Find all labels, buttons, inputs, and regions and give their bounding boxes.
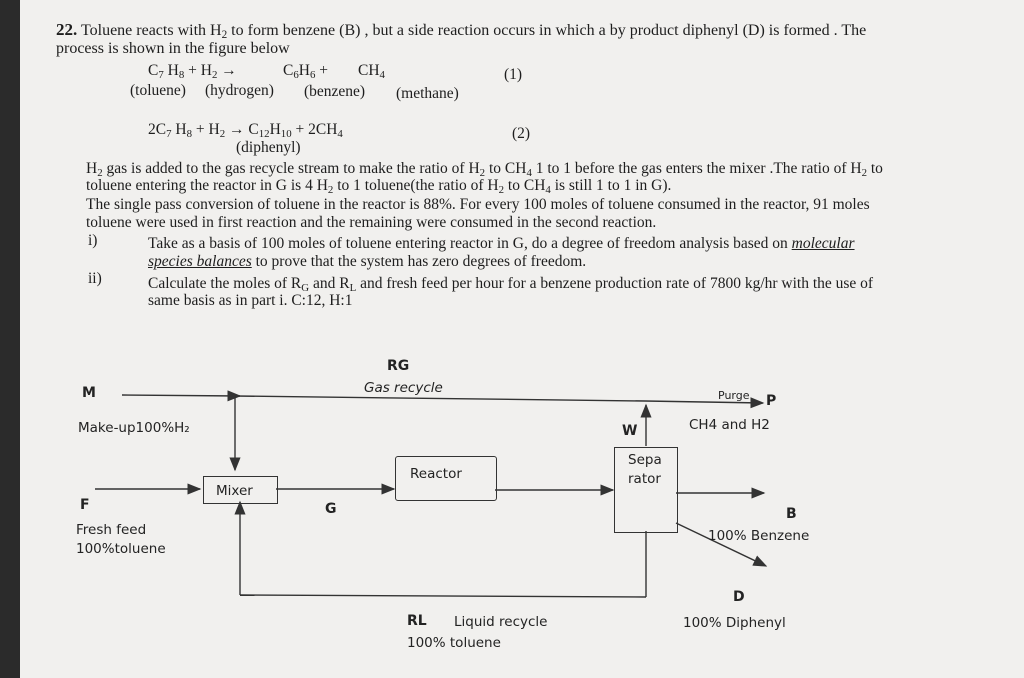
problem-intro-line1: 22. Toluene reacts with H2 to form benze…: [56, 20, 867, 41]
paragraph-line4: toluene were used in first reaction and …: [86, 214, 657, 231]
stream-b-label: B: [786, 506, 797, 522]
reaction-1-methane: CH4: [358, 62, 385, 81]
stream-w-label: W: [622, 423, 638, 439]
question-2-label: ii): [88, 270, 102, 287]
reaction-1-name-methane: (methane): [396, 85, 459, 102]
diphenyl-line: [675, 522, 768, 567]
paragraph-line3: The single pass conversion of toluene in…: [86, 196, 870, 213]
question-1-label: i): [88, 232, 98, 249]
ch4-h2-label: CH4 and H2: [689, 417, 770, 433]
reaction-1-rhs: C6H6 +: [283, 62, 329, 81]
makeup-stream-line: [121, 390, 242, 402]
separator-box: [614, 447, 678, 533]
separator-label-2: rator: [628, 471, 661, 487]
liquid-recycle-label: Liquid recycle: [454, 614, 548, 630]
reaction-2-name-diphenyl: (diphenyl): [236, 139, 301, 156]
liquid-recycle-toluene-label: 100% toluene: [407, 635, 501, 651]
stream-g-label: G: [325, 501, 337, 517]
stream-m-label: M: [82, 385, 96, 401]
gas-recycle-label: Gas recycle: [364, 380, 443, 396]
question-2-line1: Calculate the moles of RG and RL and fre…: [148, 275, 874, 294]
stream-d-label: D: [733, 589, 745, 605]
reactor-label: Reactor: [410, 466, 462, 482]
reaction-1-name-hydrogen: (hydrogen): [205, 82, 274, 99]
benzene-label: 100% Benzene: [708, 528, 810, 544]
question-1-line2: species balances to prove that the syste…: [148, 253, 587, 270]
reaction-1-number: (1): [504, 66, 523, 83]
reactor-box: [395, 456, 497, 501]
question-2-line2: same basis as in part i. C:12, H:1: [148, 292, 353, 309]
makeup-label: Make-up100%H₂: [78, 420, 190, 436]
diphenyl-label: 100% Diphenyl: [683, 615, 786, 631]
reaction-2-number: (2): [512, 125, 531, 142]
reaction-1-lhs: C7 H8 + H2 →: [148, 62, 237, 81]
reaction-1-name-benzene: (benzene): [304, 83, 366, 100]
separator-label-1: Sepa: [628, 452, 662, 468]
stream-f-label: F: [80, 497, 90, 513]
reaction-2: 2C7 H8 + H2 → C12H10 + 2CH4: [148, 121, 343, 140]
mixer-box: [203, 476, 278, 504]
reaction-1-name-toluene: (toluene): [130, 82, 186, 99]
mixer-label: Mixer: [216, 483, 253, 499]
purge-line: [644, 397, 765, 409]
problem-intro-line2: process is shown in the figure below: [56, 40, 290, 57]
question-1-line1: Take as a basis of 100 moles of toluene …: [148, 235, 855, 252]
paragraph-line2: toluene entering the reactor in G is 4 H…: [86, 177, 672, 196]
fresh-feed-toluene-label: 100%toluene: [76, 541, 166, 557]
gas-recycle-line: [234, 395, 646, 402]
dark-left-edge: [0, 0, 20, 678]
fresh-feed-label: Fresh feed: [76, 522, 147, 538]
stream-rl-label: RL: [407, 613, 427, 629]
stream-rg-label: RG: [387, 358, 410, 374]
problem-number: 22.: [56, 20, 78, 39]
paragraph-line1: H2 gas is added to the gas recycle strea…: [86, 160, 883, 179]
stream-p-label: P: [766, 393, 777, 409]
liquid-recycle-bottom-line: [239, 594, 647, 598]
purge-label: Purge: [718, 389, 750, 402]
